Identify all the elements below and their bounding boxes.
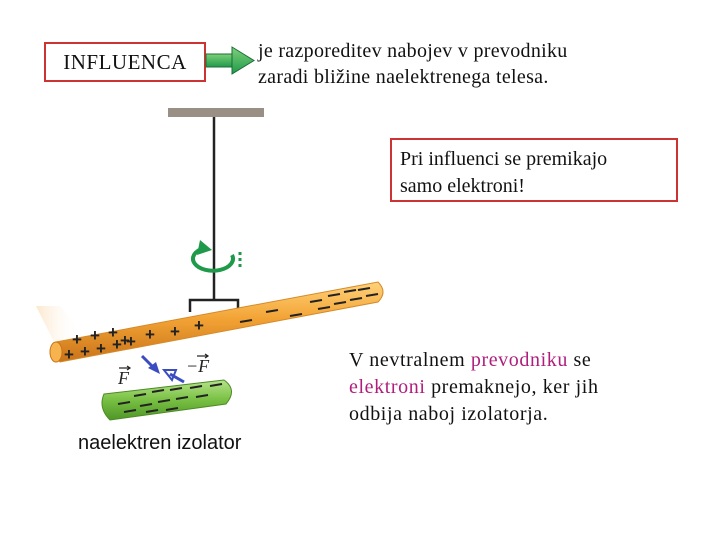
explanation-text: V nevtralnem prevodniku se elektroni pre… [349, 347, 679, 428]
definition-line-1: je razporeditev nabojev v prevodniku [258, 40, 568, 62]
title-box: INFLUENCA [44, 42, 206, 82]
stirrup [188, 298, 240, 312]
svg-text:+: + [194, 316, 204, 335]
insulator-charges [117, 383, 223, 413]
highlight-conductor: prevodniku [470, 349, 568, 371]
svg-text:+: + [108, 323, 118, 342]
note-line-1: Pri influenci se premikajo [400, 148, 608, 170]
insulator-label: naelektren izolator [78, 432, 242, 454]
title: INFLUENCA [63, 49, 187, 74]
ceiling-mount [168, 108, 264, 117]
svg-text:+: + [72, 330, 82, 349]
svg-text:+: + [90, 326, 100, 345]
force-arrow-neg-f [161, 369, 185, 384]
force-arrow-f [140, 354, 160, 374]
vector-marks [119, 353, 210, 371]
explanation-line-1: V nevtralnem prevodniku se [349, 347, 679, 374]
explanation-part-1: V nevtralnem [349, 349, 471, 371]
svg-text:+: + [145, 325, 155, 344]
rotation-icon [191, 240, 242, 273]
svg-text:+: + [96, 339, 106, 358]
svg-text:+: + [64, 345, 74, 364]
explanation-part-2: se [567, 349, 592, 371]
svg-text:+: + [112, 335, 122, 354]
explanation-line-3: odbija naboj izolatorja. [349, 403, 549, 425]
highlight-electrons: elektroni [349, 376, 426, 398]
definition-text: je razporeditev nabojev v prevodniku zar… [258, 38, 568, 90]
note-box: Pri influenci se premikajo samo elektron… [390, 138, 678, 202]
svg-text:+: + [170, 322, 180, 341]
definition-line-2: zaradi bližine naelektrenega telesa. [258, 66, 549, 88]
explanation-line-2: elektroni premaknejo, ker jih [349, 374, 679, 401]
shadow [36, 306, 80, 346]
svg-text:+: + [120, 331, 130, 350]
arrow-right-icon [205, 46, 255, 75]
conductor-rod [49, 281, 384, 363]
negative-charges [239, 287, 379, 323]
svg-text:+: + [80, 342, 90, 361]
explanation-part-3: premaknejo, ker jih [425, 376, 599, 398]
force-label-f: F [117, 368, 130, 388]
note-line-2: samo elektroni! [400, 175, 525, 197]
positive-charges: +++++ ++++ +++ [64, 316, 204, 364]
force-label-neg-f: −F [186, 356, 210, 376]
svg-text:+: + [126, 332, 136, 351]
